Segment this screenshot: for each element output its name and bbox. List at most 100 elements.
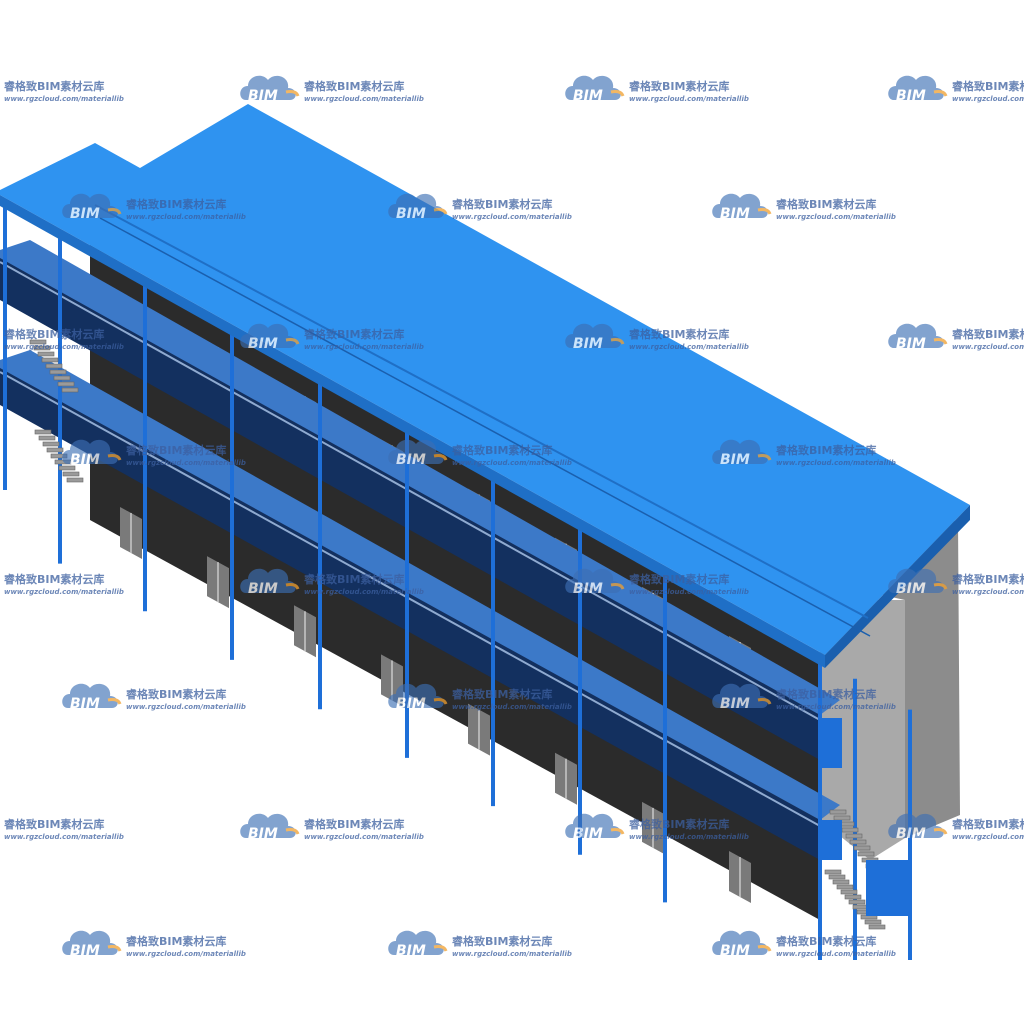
- cloud-logo-icon: [388, 930, 444, 955]
- watermark-brand: 睿格致BIM素材云库: [4, 327, 104, 341]
- watermark-url: www.rgzcloud.com/materiallib: [126, 459, 246, 467]
- watermark-brand: 睿格致BIM素材云库: [304, 327, 404, 341]
- watermark-url: www.rgzcloud.com/materiallib: [452, 703, 572, 711]
- watermark-brand: 睿格致BIM素材云库: [776, 934, 876, 948]
- logo-accent-icon: [933, 828, 948, 835]
- logo-accent-icon: [107, 945, 122, 952]
- watermark: BIM 睿格致BIM素材云库 www.rgzcloud.com/materialli…: [388, 683, 572, 712]
- watermark-brand: 睿格致BIM素材云库: [629, 817, 729, 831]
- logo-accent-icon: [933, 338, 948, 345]
- logo-accent-icon: [757, 945, 772, 952]
- cloud-logo-icon: [388, 439, 444, 464]
- stair-step: [45, 363, 63, 369]
- logo-accent-icon: [757, 454, 772, 461]
- logo-accent-icon: [433, 208, 448, 215]
- watermark: BIM睿格致BIM素材云库www.rgzcloud.com/materialli…: [240, 813, 424, 842]
- watermark-logo-text: BIM: [396, 452, 426, 468]
- watermark-logo-text: BIM: [248, 826, 278, 842]
- cloud-logo-icon: [712, 683, 768, 708]
- stair-step: [828, 874, 846, 880]
- stair-step: [46, 447, 64, 453]
- watermark-logo-text: BIM: [396, 206, 426, 222]
- watermark-logo-text: BIM: [248, 88, 278, 104]
- stair-step: [840, 889, 858, 895]
- logo-accent-icon: [285, 828, 300, 835]
- stair-step: [829, 809, 847, 815]
- roof-edge: [0, 195, 825, 668]
- watermark: BIM睿格致BIM素材云库www.rgzcloud.com/materialli…: [62, 930, 246, 959]
- watermark-url: www.rgzcloud.com/materiallib: [452, 950, 572, 958]
- cloud-logo-icon: [62, 930, 118, 955]
- watermark: BIM睿格致BIM素材云库www.rgzcloud.com/materialli…: [565, 75, 749, 104]
- watermark: BIM睿格致BIM素材云库www.rgzcloud.com/materialli…: [712, 193, 896, 222]
- watermark-brand: 睿格致BIM素材云库: [126, 934, 226, 948]
- cloud-logo-icon: [565, 813, 621, 838]
- cloud-logo-icon: [388, 193, 444, 218]
- watermark-brand: 睿格致BIM素材云库: [452, 443, 552, 457]
- corridor-slab-lower-top: [0, 350, 840, 820]
- stair-step: [836, 884, 854, 890]
- cloud-logo-icon: [712, 193, 768, 218]
- watermark-logo-text: BIM: [70, 206, 100, 222]
- logo-accent-icon: [610, 583, 625, 590]
- watermark-brand: 睿格致BIM素材云库: [452, 687, 552, 701]
- watermark-logo-text: BIM: [573, 826, 603, 842]
- cloud-logo-icon: [712, 930, 768, 955]
- watermark-url: www.rgzcloud.com/materiallib: [776, 459, 896, 467]
- logo-accent-icon: [107, 698, 122, 705]
- watermark-logo-text: BIM: [720, 696, 750, 712]
- watermark-logo-text: BIM: [396, 696, 426, 712]
- logo-accent-icon: [285, 90, 300, 97]
- cloud-logo-icon: [62, 193, 118, 218]
- watermark-url: www.rgzcloud.com/materiallib: [629, 833, 749, 841]
- stair-step: [49, 369, 67, 375]
- watermark: BIM睿格致BIM素材云库www.rgzcloud.com/materialli…: [62, 439, 246, 468]
- watermark-brand: 睿格致BIM素材云库: [304, 79, 404, 93]
- watermark-brand: 睿格致BIM素材云库: [452, 197, 552, 211]
- stair-step: [58, 465, 76, 471]
- logo-accent-icon: [107, 454, 122, 461]
- stair-step: [853, 845, 871, 851]
- logo-accent-icon: [610, 338, 625, 345]
- watermark: BIM睿格致BIM素材云库www.rgzcloud.com/materialli…: [4, 327, 124, 351]
- watermark-logo-text: BIM: [573, 581, 603, 597]
- watermark-url: www.rgzcloud.com/materiallib: [952, 588, 1024, 596]
- watermark: BIM睿格致BIM素材云库www.rgzcloud.com/materialli…: [565, 568, 749, 597]
- logo-accent-icon: [757, 698, 772, 705]
- cloud-logo-icon: [240, 813, 296, 838]
- logo-accent-icon: [107, 208, 122, 215]
- watermark-brand: 睿格致BIM素材云库: [776, 197, 876, 211]
- roof-step: [99, 217, 871, 637]
- watermark-brand: 睿格致BIM素材云库: [304, 572, 404, 586]
- watermark-brand: 睿格致BIM素材云库: [126, 197, 226, 211]
- watermark: BIM睿格致BIM素材云库www.rgzcloud.com/materialli…: [62, 193, 246, 222]
- watermark-url: www.rgzcloud.com/materiallib: [952, 343, 1024, 351]
- logo-accent-icon: [285, 583, 300, 590]
- watermark-brand: 睿格致BIM素材云库: [629, 327, 729, 341]
- stair-step: [841, 827, 859, 833]
- watermark-logo-text: BIM: [573, 336, 603, 352]
- logo-accent-icon: [285, 338, 300, 345]
- stair-step: [857, 851, 875, 857]
- stair-step: [848, 899, 866, 905]
- watermark-url: www.rgzcloud.com/materiallib: [776, 703, 896, 711]
- end-panel-upper: [820, 718, 842, 768]
- watermark: BIM睿格致BIM素材云库www.rgzcloud.com/materialli…: [4, 572, 124, 596]
- watermark-brand: 睿格致BIM素材云库: [952, 817, 1024, 831]
- watermark-brand: 睿格致BIM素材云库: [952, 79, 1024, 93]
- watermark-url: www.rgzcloud.com/materiallib: [629, 588, 749, 596]
- watermark: BIM睿格致BIM素材云库www.rgzcloud.com/materialli…: [888, 323, 1024, 352]
- watermark: BIM睿格致BIM素材云库www.rgzcloud.com/materialli…: [888, 813, 1024, 842]
- stair-step: [845, 833, 863, 839]
- watermark-url: www.rgzcloud.com/materiallib: [126, 950, 246, 958]
- cloud-logo-icon: [388, 683, 444, 708]
- cloud-logo-icon: [240, 323, 296, 348]
- watermark-logo-text: BIM: [896, 88, 926, 104]
- watermark-brand: 睿格致BIM素材云库: [776, 687, 876, 701]
- cloud-logo-icon: [240, 568, 296, 593]
- cloud-logo-icon: [565, 75, 621, 100]
- roof-top: [0, 104, 970, 655]
- watermark: BIM睿格致BIM素材云库www.rgzcloud.com/materialli…: [888, 568, 1024, 597]
- rear-wall: [820, 600, 905, 860]
- stair-step: [41, 357, 59, 363]
